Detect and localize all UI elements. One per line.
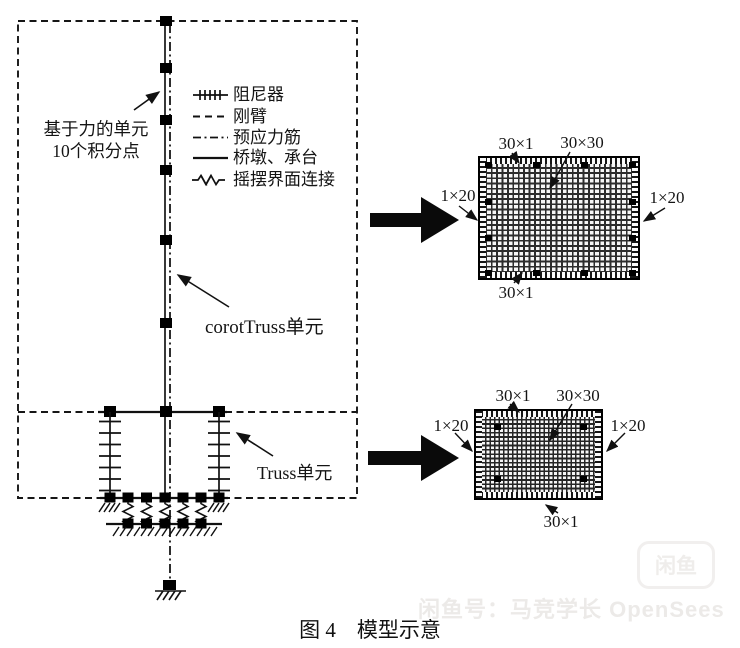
figure-caption: 图 4 模型示意 [299,618,441,642]
foundation-ground-hatch [112,526,218,537]
legend-symbol-zigzag [192,173,225,187]
rebar-dot [494,424,501,430]
rebar-dot [533,270,540,276]
pier-section-core-label: 30×30 [560,133,604,152]
cap-section-left-edge-label: 1×20 [433,416,469,435]
rebar-dot [485,199,492,205]
xianyu-logo-badge: 闲鱼 [637,541,715,589]
tendon-anchor [155,580,186,601]
legend-item-rocking-interface: 摇摆界面连接 [233,170,335,189]
rebar-dot [629,162,636,168]
rebar-dot [629,270,636,276]
cap-section-right-edge-label: 1×20 [610,416,646,435]
pier-section-left-edge-label: 1×20 [440,186,476,205]
pier-mesh-bottom-edge-strip [480,272,638,278]
big-arrow-bottom [368,435,459,481]
force-element-label: 基于力的单元 10个积分点 [25,118,167,162]
cap-beam [98,406,227,417]
legend-item-tendon: 预应力筋 [233,127,301,147]
dashed-boundary-box [17,20,358,499]
pier-section-right-edge-label: 1×20 [649,188,685,207]
pier-section-top-edge-label: 30×1 [498,134,534,153]
rebar-dot [533,162,540,168]
pier-mesh-right-edge-strip [632,158,638,278]
cap-mesh-right-edge-strip [595,411,601,498]
legend-item-pier-cap: 桥墩、承台 [233,148,318,167]
legend-item-rigid-arm: 刚臂 [233,106,267,126]
corot-truss-label: corotTruss单元 [205,317,324,338]
rebar-dot [580,424,587,430]
rebar-dot [485,162,492,168]
force-element-label-line2: 10个积分点 [52,141,140,161]
cap-mesh-left-edge-strip [476,411,482,498]
cap-section-core-label: 30×30 [556,386,600,405]
cap-section-bottom-edge-label: 30×1 [543,512,579,531]
cap-mesh-bottom-edge-strip [476,492,601,498]
pier-mesh-left-edge-strip [480,158,486,278]
truss-right [208,412,230,498]
rebar-dot [581,270,588,276]
rocking-interface-line [100,492,228,503]
cap-mesh-top-edge-strip [476,411,601,417]
ground-hatch-left [98,502,121,513]
truss-label: Truss单元 [257,463,333,483]
foundation-line [106,518,222,529]
rebar-dot [485,270,492,276]
pier-column [160,16,172,498]
rebar-dot [485,235,492,241]
force-element-label-line1: 基于力的单元 [43,119,149,139]
rebar-dot [629,235,636,241]
pier-section-label-arrows [458,151,666,285]
rebar-dot [629,199,636,205]
truss-left [99,412,121,498]
pier-mesh-top-edge-strip [480,158,638,164]
big-arrow-top [370,197,459,243]
legend-item-damper: 阻尼器 [233,85,284,104]
cap-section-label-arrows [454,400,626,516]
rebar-dot [581,162,588,168]
seller-watermark-text: 闲鱼号：马竞学长 OpenSees [418,597,725,622]
legend-symbol-damper [193,90,228,100]
rebar-dot [580,476,587,482]
pier-section-bottom-edge-label: 30×1 [498,283,534,302]
cap-section-mesh [474,409,603,500]
rebar-dot [494,476,501,482]
ground-hatch-right [207,502,230,513]
xianyu-logo-text: 闲鱼 [655,555,697,578]
annotation-arrows [133,91,274,457]
cap-section-top-edge-label: 30×1 [495,386,531,405]
